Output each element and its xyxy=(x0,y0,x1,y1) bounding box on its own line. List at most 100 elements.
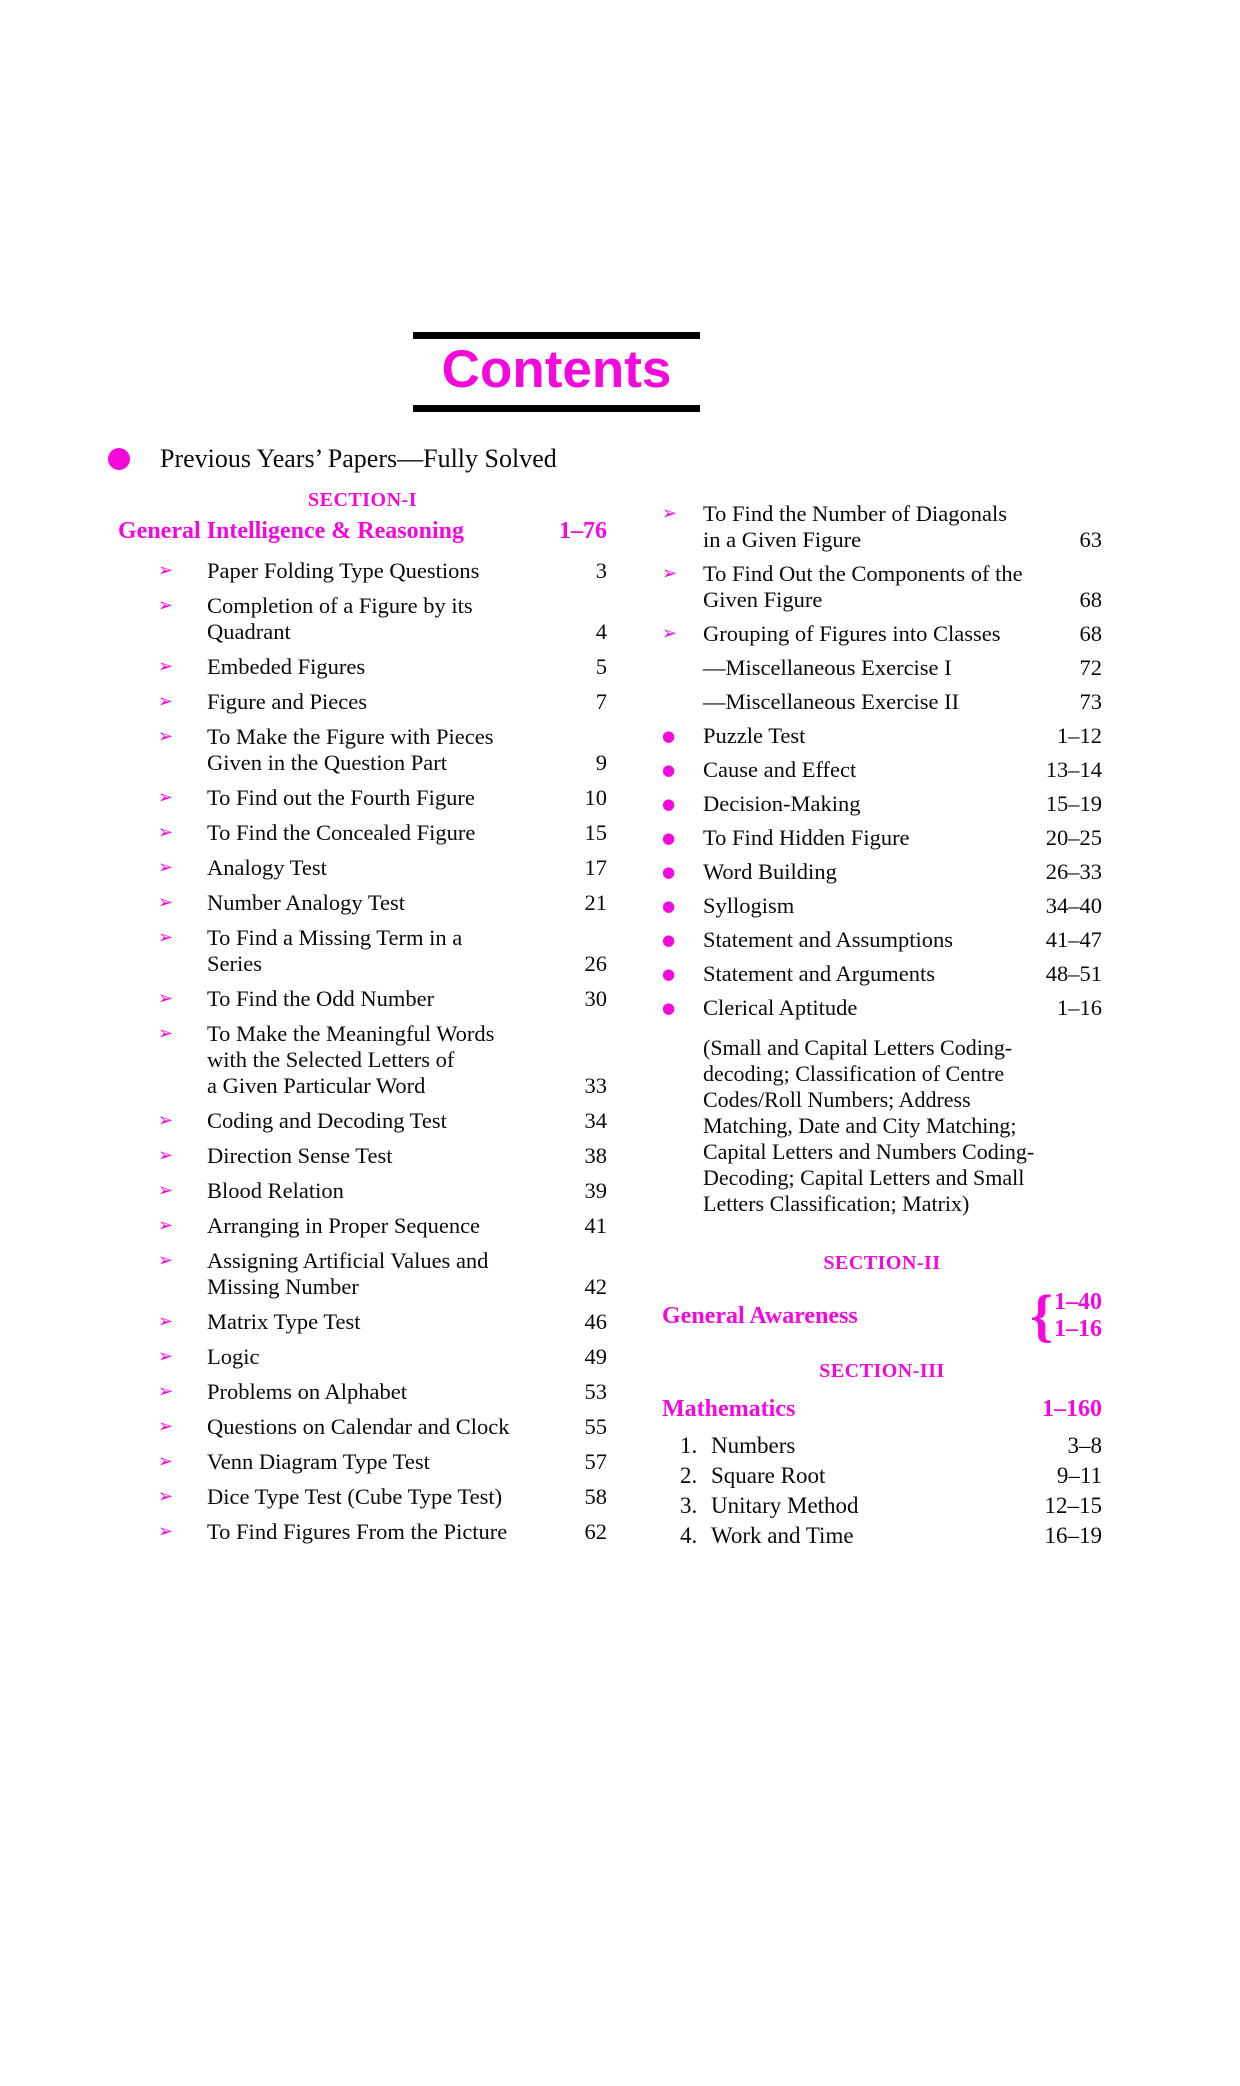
toc-item-page: 21 xyxy=(584,889,608,915)
toc-item-title: To Find the Number of Diagonals in a Giv… xyxy=(703,500,1008,552)
toc-item-title: Matrix Type Test xyxy=(207,1308,361,1334)
arrow-bullet-icon: ➢ xyxy=(158,1144,174,1166)
section-3-title-row: Mathematics 1–160 xyxy=(662,1395,1102,1423)
arrow-bullet-icon: ➢ xyxy=(158,926,174,948)
toc-item-title: To Find a Missing Term in a Series xyxy=(207,924,463,976)
circle-bullet-icon: ● xyxy=(662,964,676,983)
arrow-bullet-icon: ➢ xyxy=(158,1249,174,1271)
circle-bullet-icon: ● xyxy=(662,896,676,915)
arrow-bullet-icon: ➢ xyxy=(158,1520,174,1542)
title-block: Contents xyxy=(413,332,700,412)
toc-item-page: 20–25 xyxy=(1045,824,1102,850)
math-item-number: 3. xyxy=(680,1492,698,1518)
toc-item-title: To Find Hidden Figure xyxy=(703,824,910,850)
toc-item-page: 68 xyxy=(1079,586,1103,612)
toc-item: ➢ Questions on Calendar and Clock 55 xyxy=(158,1414,607,1440)
math-item-title: Square Root xyxy=(711,1462,826,1488)
intro-line: Previous Years’ Papers—Fully Solved xyxy=(108,444,1240,474)
toc-item-page: 41 xyxy=(584,1212,608,1238)
toc-item-page: 62 xyxy=(584,1518,608,1544)
toc-item-title: Questions on Calendar and Clock xyxy=(207,1413,510,1439)
section-3-pages: 1–160 xyxy=(1042,1395,1102,1422)
toc-item-title: Embeded Figures xyxy=(207,653,366,679)
arrow-bullet-icon: ➢ xyxy=(158,1415,174,1437)
toc-item-page: 15–19 xyxy=(1045,790,1102,816)
math-item-page: 3–8 xyxy=(1067,1432,1103,1458)
arrow-bullet-icon: ➢ xyxy=(158,1450,174,1472)
circle-bullet-icon: ● xyxy=(662,930,676,949)
toc-item-title: To Find the Concealed Figure xyxy=(207,819,476,845)
circle-bullet-icon: ● xyxy=(662,998,676,1017)
toc-item-page: 17 xyxy=(584,854,608,880)
circle-bullet-icon: ● xyxy=(662,760,676,779)
section-1-title-row: General Intelligence & Reasoning 1–76 xyxy=(118,517,607,545)
toc-item-page: 48–51 xyxy=(1045,960,1102,986)
arrow-bullet-icon: ➢ xyxy=(158,1022,174,1044)
section-1-pages: 1–76 xyxy=(559,517,607,544)
math-item-page: 9–11 xyxy=(1056,1462,1102,1488)
toc-item-page: 57 xyxy=(584,1448,608,1474)
left-column: SECTION-I General Intelligence & Reasoni… xyxy=(118,488,607,1554)
arrow-bullet-icon: ➢ xyxy=(158,594,174,616)
section-2-pages-group: { 1–40 1–16 xyxy=(1030,1286,1102,1344)
toc-item-page: 39 xyxy=(584,1177,608,1203)
arrow-bullet-icon: ➢ xyxy=(158,1345,174,1367)
toc-item-title: Puzzle Test xyxy=(703,722,806,748)
toc-item: ➢ To Find Figures From the Picture 62 xyxy=(158,1519,607,1545)
math-item-title: Unitary Method xyxy=(711,1492,859,1518)
section-2-pages-line1: 1–40 xyxy=(1054,1288,1102,1315)
toc-item-page: 7 xyxy=(595,688,607,714)
toc-item-title: —Miscellaneous Exercise I xyxy=(703,654,952,680)
no-bullet xyxy=(662,655,703,681)
toc-item-page: 15 xyxy=(584,819,608,845)
arrow-bullet-icon: ➢ xyxy=(158,1310,174,1332)
toc-item-title: To Find Figures From the Picture xyxy=(207,1518,508,1544)
clerical-aptitude-note: (Small and Capital Letters Coding- decod… xyxy=(703,1034,1035,1216)
toc-item-title: Statement and Arguments xyxy=(703,960,936,986)
toc-item-title: To Make the Figure with Pieces Given in … xyxy=(207,723,494,775)
math-item-number: 2. xyxy=(680,1462,698,1488)
arrow-bullet-icon: ➢ xyxy=(158,559,174,581)
arrow-bullet-icon: ➢ xyxy=(158,725,174,747)
right-toc-list: ➢ To Find the Number of Diagonals in a Gi… xyxy=(662,501,1102,1021)
section-2-label: SECTION-II xyxy=(823,1251,941,1274)
arrow-bullet-icon: ➢ xyxy=(158,690,174,712)
toc-item-page: 41–47 xyxy=(1045,926,1102,952)
toc-item-page: 63 xyxy=(1079,526,1103,552)
arrow-bullet-icon: ➢ xyxy=(662,502,678,524)
toc-item: ➢ To Make the Figure with Pieces Given in… xyxy=(158,724,607,776)
circle-bullet-icon: ● xyxy=(662,794,676,813)
intro-text: Previous Years’ Papers—Fully Solved xyxy=(160,443,557,473)
arrow-bullet-icon: ➢ xyxy=(158,821,174,843)
toc-item-title: Word Building xyxy=(703,858,837,884)
toc-item-title: Grouping of Figures into Classes xyxy=(703,620,1001,646)
arrow-bullet-icon: ➢ xyxy=(158,856,174,878)
toc-item-title: To Make the Meaningful Words with the Se… xyxy=(207,1020,495,1098)
right-column: ➢ To Find the Number of Diagonals in a Gi… xyxy=(662,488,1102,1553)
toc-item: ➢ To Find the Concealed Figure 15 xyxy=(158,820,607,846)
toc-item-title: Analogy Test xyxy=(207,854,327,880)
arrow-bullet-icon: ➢ xyxy=(158,987,174,1009)
toc-item-page: 42 xyxy=(584,1273,608,1299)
toc-item-page: 55 xyxy=(584,1413,608,1439)
arrow-bullet-icon: ➢ xyxy=(662,562,678,584)
toc-item-page: 26–33 xyxy=(1045,858,1102,884)
